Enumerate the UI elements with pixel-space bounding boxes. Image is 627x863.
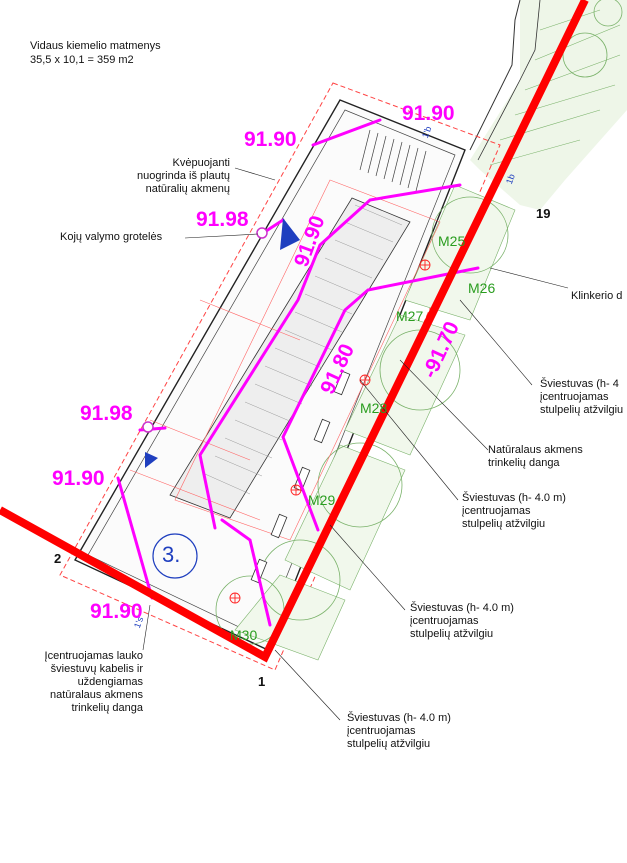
property-boundary [0,0,589,663]
cable-note: Įcentruojamas lauko šviestuvų kabelis ir… [44,650,143,714]
tree-symbol [593,0,623,27]
stairs [359,129,427,192]
level-label-bottom: 91.90 [90,600,143,623]
platform-hatch [204,204,403,495]
level-lines [116,118,480,627]
grate-marker [256,227,268,239]
zone-label: M28 [360,400,388,416]
stone-paving-label: Natūralaus akmens trinkelių danga [488,444,583,469]
gravel-label: Kvėpuojanti nuogrinda iš plautų natūrali… [137,157,230,195]
level-label-entry: 91.98 [196,208,249,231]
interior-red-lines [129,179,441,541]
column-posts [250,370,351,584]
grate-label: Kojų valymo grotelės [60,231,163,243]
level-label-left-mid: 91.98 [80,402,133,425]
central-platform [169,197,411,519]
courtyard-dashed-boundary [59,82,501,671]
lamp-note-b: Šviestuvas (h- 4.0 m) įcentruojamas stul… [462,492,566,530]
entry-arrow-marker [145,452,158,468]
green-landscape-strip [469,0,627,210]
plan-title-line2: 35,5 x 10,1 = 359 m2 [30,54,134,66]
lamp-symbols [229,259,431,604]
leader-lines [142,167,569,721]
zone-label: M26 [468,280,496,296]
zone-label: M29 [308,492,336,508]
zone-label: M25 [438,233,466,249]
area-number: 3. [162,542,181,567]
lamp-note-a: Šviestuvas (h- 4 įcentruojamas stulpelių… [540,378,624,416]
level-label-left-low: 91.90 [52,467,105,490]
entry-arrow-marker [280,218,300,250]
grate-marker [142,421,154,433]
lamp-note-c: Šviestuvas (h- 4.0 m) įcentruojamas stul… [410,602,514,640]
area-number-circle [152,533,198,579]
level-label-top-right: 91.90 [402,102,455,125]
boundary-point-label: 19 [536,206,551,221]
boundary-point-label: 1 [258,674,266,689]
boundary-point-label: 2 [54,551,62,566]
clinker-label: Klinkerio d [571,290,623,302]
tree-symbol [562,32,608,78]
plan-title-line1: Vidaus kiemelio matmenys [30,40,161,52]
zone-label: M30 [230,627,258,643]
level-label-top-left: 91.90 [244,128,297,151]
zone-label: M27 [396,308,424,324]
lamp-note-d: Šviestuvas (h- 4.0 m) įcentruojamas stul… [347,712,451,750]
